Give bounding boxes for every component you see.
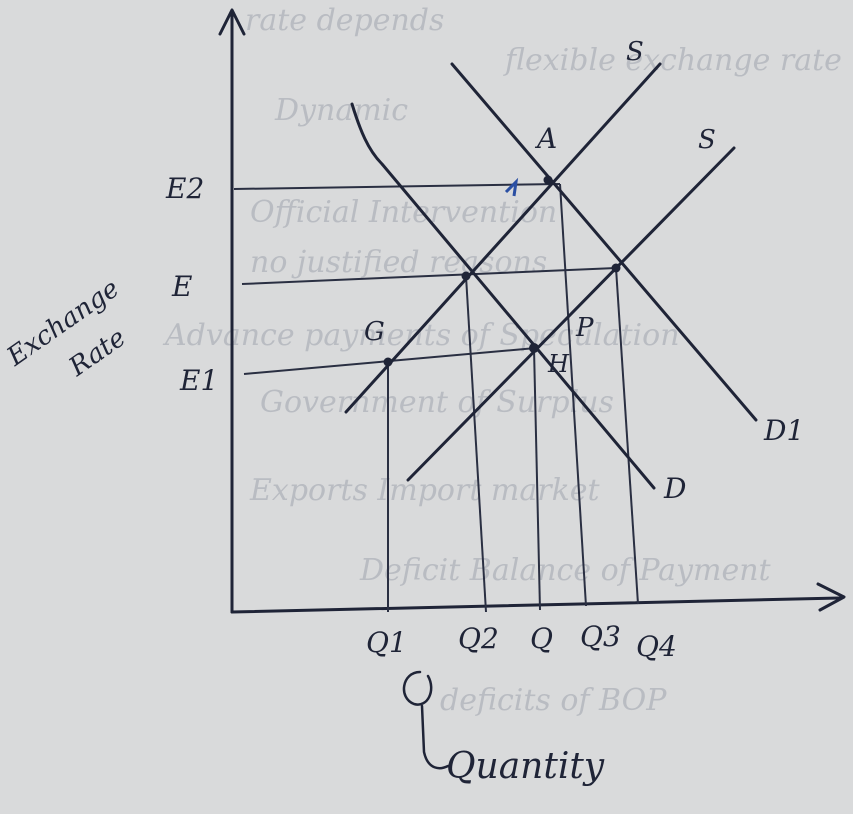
demand-right-label: D1	[763, 414, 804, 447]
point-labels: A G H P	[364, 122, 594, 378]
x-axis-arrow	[816, 582, 846, 612]
demand-left-label: D	[663, 472, 686, 505]
demand-curve-left	[350, 102, 656, 490]
point-p-label: P	[575, 313, 594, 343]
e2-guide-line	[233, 183, 561, 190]
x-tick-q4: Q4	[636, 630, 677, 663]
y-axis-arrow	[218, 8, 246, 36]
y-tick-e2: E2	[165, 172, 204, 205]
q3-guide-line	[559, 183, 587, 607]
background-line: Government of Surplus	[260, 385, 614, 420]
point-a-label: A	[534, 122, 557, 155]
y-tick-labels: E2 E E1	[165, 172, 218, 397]
q4-guide-line	[615, 267, 639, 605]
y-tick-e: E	[171, 270, 192, 303]
e-guide-line	[241, 267, 617, 285]
point-g-dot	[383, 357, 393, 367]
x-axis	[230, 596, 842, 614]
background-writing: rate depends flexible exchange rate Dyna…	[162, 3, 842, 718]
supply-right-label: S	[698, 125, 716, 155]
supply-curve-right	[406, 146, 736, 482]
quantity-guides	[387, 183, 639, 613]
point-a-dot	[543, 175, 553, 185]
background-line: rate depends	[245, 3, 444, 38]
pen-mark	[504, 177, 519, 197]
background-line: no justified reasons	[250, 245, 547, 280]
axes	[218, 8, 846, 614]
x-axis-label: Quantity	[446, 746, 605, 787]
x-tick-q3: Q3	[580, 620, 621, 653]
point-p-dot	[611, 263, 621, 273]
q2-guide-line	[465, 275, 487, 613]
background-line: deficits of BOP	[440, 683, 667, 718]
supply-curve-left	[344, 62, 662, 414]
point-h-label: H	[547, 350, 570, 378]
background-line: Exports Import market	[249, 473, 601, 508]
curve-labels: S S D D1	[626, 37, 804, 505]
background-line: Deficit Balance of Payment	[359, 553, 772, 588]
background-line: flexible exchange rate	[503, 43, 842, 78]
point-e-dot	[461, 271, 471, 281]
x-tick-q2: Q2	[458, 622, 499, 655]
background-line: Official Intervention	[250, 195, 557, 230]
point-h-dot	[529, 343, 539, 353]
point-g-label: G	[364, 317, 385, 347]
x-tick-labels: Q1 Q2 Q Q3 Q4	[366, 620, 677, 663]
x-tick-q: Q	[530, 622, 553, 655]
background-line: Advance payments of Speculation	[162, 318, 680, 353]
y-tick-e1: E1	[179, 364, 218, 397]
q-guide-line	[533, 347, 541, 611]
x-tick-q1: Q1	[366, 626, 407, 659]
curves	[344, 62, 758, 490]
x-axis-label-pointer	[402, 670, 450, 770]
demand-curve-right	[450, 62, 758, 422]
intersection-points	[383, 175, 621, 367]
background-line: Dynamic	[274, 93, 408, 128]
supply-left-label: S	[626, 37, 644, 67]
y-axis-label: Exchange Rate	[1, 274, 132, 384]
